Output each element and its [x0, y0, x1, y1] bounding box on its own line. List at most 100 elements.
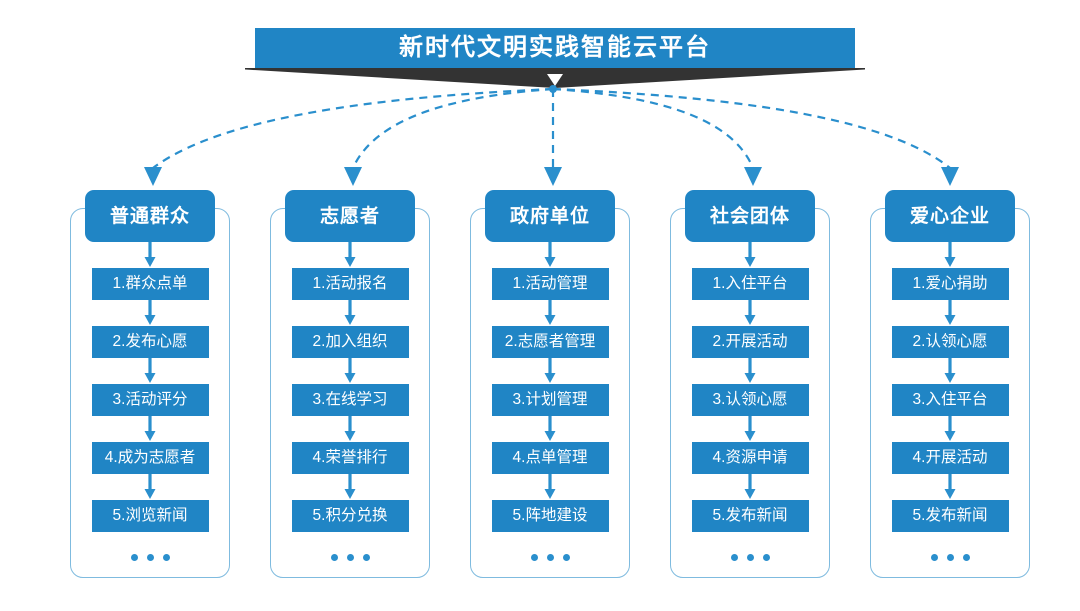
step-box[interactable]: 2.志愿者管理	[491, 326, 609, 358]
step-box[interactable]: 3.认领心愿	[691, 384, 809, 416]
arrowhead-column-4	[941, 167, 959, 186]
column-body-3: 1.入住平台 2.开展活动 3.认领心愿 4.资源申请	[685, 242, 815, 562]
connector-to-column-4	[552, 87, 951, 169]
step-box[interactable]: 2.认领心愿	[891, 326, 1009, 358]
down-arrow-icon	[144, 416, 156, 441]
down-arrow-icon	[344, 242, 356, 267]
column-header-label-1: 志愿者	[319, 205, 380, 227]
banner-ribbon-shadow	[245, 68, 865, 88]
step-label: 3.计划管理	[512, 391, 588, 409]
step-box[interactable]: 4.点单管理	[491, 442, 609, 474]
step-label: 1.爱心捐助	[912, 275, 988, 293]
step-label: 1.活动管理	[512, 275, 588, 293]
more-items-ellipsis	[330, 552, 370, 562]
step-label: 4.资源申请	[712, 449, 788, 467]
column-header-4[interactable]: 爱心企业	[885, 190, 1015, 242]
connector-to-column-1	[351, 87, 554, 169]
connector-to-column-3	[552, 87, 755, 169]
column-header-label-0: 普通群众	[109, 205, 190, 227]
dot-icon	[130, 553, 138, 561]
step-box[interactable]: 2.开展活动	[691, 326, 809, 358]
column-header-1[interactable]: 志愿者	[285, 190, 415, 242]
step-box[interactable]: 3.计划管理	[491, 384, 609, 416]
down-arrow-icon	[544, 242, 556, 267]
step-box[interactable]: 5.阵地建设	[491, 500, 609, 532]
step-label: 5.积分兑换	[312, 507, 388, 525]
step-box[interactable]: 4.资源申请	[691, 442, 809, 474]
step-box[interactable]: 4.荣誉排行	[291, 442, 409, 474]
step-label: 3.活动评分	[112, 391, 188, 409]
column-header-label-3: 社会团体	[709, 205, 790, 227]
step-label: 1.入住平台	[712, 275, 788, 293]
column-body-0: 1.群众点单 2.发布心愿 3.活动评分 4.成为志愿者	[85, 242, 215, 562]
step-box[interactable]: 5.发布新闻	[891, 500, 1009, 532]
step-label: 5.发布新闻	[712, 507, 788, 525]
step-label: 5.阵地建设	[512, 507, 588, 525]
step-box[interactable]: 5.发布新闻	[691, 500, 809, 532]
arrowhead-column-3	[744, 167, 762, 186]
step-box[interactable]: 1.爱心捐助	[891, 268, 1009, 300]
dot-icon	[346, 553, 354, 561]
down-arrow-icon	[144, 358, 156, 383]
dot-icon	[762, 553, 770, 561]
dot-icon	[162, 553, 170, 561]
down-arrow-icon	[544, 358, 556, 383]
step-box[interactable]: 3.在线学习	[291, 384, 409, 416]
step-box[interactable]: 5.积分兑换	[291, 500, 409, 532]
step-box[interactable]: 3.活动评分	[91, 384, 209, 416]
step-label: 4.点单管理	[512, 449, 588, 467]
column-header-2[interactable]: 政府单位	[485, 190, 615, 242]
step-label: 5.发布新闻	[912, 507, 988, 525]
column-header-label-2: 政府单位	[509, 205, 590, 227]
column-body-4: 1.爱心捐助 2.认领心愿 3.入住平台 4.开展活动	[885, 242, 1015, 562]
step-box[interactable]: 5.浏览新闻	[91, 500, 209, 532]
connector-to-column-0	[152, 87, 554, 169]
arrowhead-column-1	[344, 167, 362, 186]
step-label: 2.认领心愿	[912, 333, 988, 351]
step-box[interactable]: 1.入住平台	[691, 268, 809, 300]
down-arrow-icon	[944, 474, 956, 499]
dot-icon	[330, 553, 338, 561]
platform-title-banner: 新时代文明实践智能云平台	[255, 28, 855, 68]
arrowhead-column-2	[544, 167, 562, 186]
down-arrow-icon	[344, 300, 356, 325]
down-arrow-icon	[144, 474, 156, 499]
step-box[interactable]: 4.成为志愿者	[91, 442, 209, 474]
step-box[interactable]: 1.活动管理	[491, 268, 609, 300]
dot-icon	[146, 553, 154, 561]
step-label: 4.成为志愿者	[104, 449, 196, 467]
down-arrow-icon	[744, 242, 756, 267]
arrowhead-column-0	[144, 167, 162, 186]
more-items-ellipsis	[930, 552, 970, 562]
step-label: 3.认领心愿	[712, 391, 788, 409]
down-arrow-icon	[344, 474, 356, 499]
step-box[interactable]: 1.活动报名	[291, 268, 409, 300]
dot-icon	[930, 553, 938, 561]
step-box[interactable]: 2.加入组织	[291, 326, 409, 358]
step-label: 1.活动报名	[312, 275, 388, 293]
step-box[interactable]: 1.群众点单	[91, 268, 209, 300]
more-items-ellipsis	[130, 552, 170, 562]
column-header-label-4: 爱心企业	[909, 205, 990, 227]
step-box[interactable]: 4.开展活动	[891, 442, 1009, 474]
down-arrow-icon	[944, 300, 956, 325]
step-label: 3.入住平台	[912, 391, 988, 409]
step-label: 5.浏览新闻	[112, 507, 188, 525]
step-box[interactable]: 2.发布心愿	[91, 326, 209, 358]
dot-icon	[546, 553, 554, 561]
down-arrow-icon	[144, 300, 156, 325]
down-arrow-icon	[944, 416, 956, 441]
column-header-0[interactable]: 普通群众	[85, 190, 215, 242]
step-box[interactable]: 3.入住平台	[891, 384, 1009, 416]
down-arrow-icon	[744, 300, 756, 325]
column-body-2: 1.活动管理 2.志愿者管理 3.计划管理 4.点单管理	[485, 242, 615, 562]
columns-area: 普通群众 1.群众点单 2.发布心愿 3.活动评分	[0, 190, 1080, 590]
step-label: 1.群众点单	[112, 275, 188, 293]
column-header-3[interactable]: 社会团体	[685, 190, 815, 242]
more-items-ellipsis	[530, 552, 570, 562]
down-arrow-icon	[944, 358, 956, 383]
page-title: 新时代文明实践智能云平台	[399, 34, 711, 61]
step-label: 4.开展活动	[912, 449, 988, 467]
dot-icon	[730, 553, 738, 561]
down-arrow-icon	[344, 416, 356, 441]
